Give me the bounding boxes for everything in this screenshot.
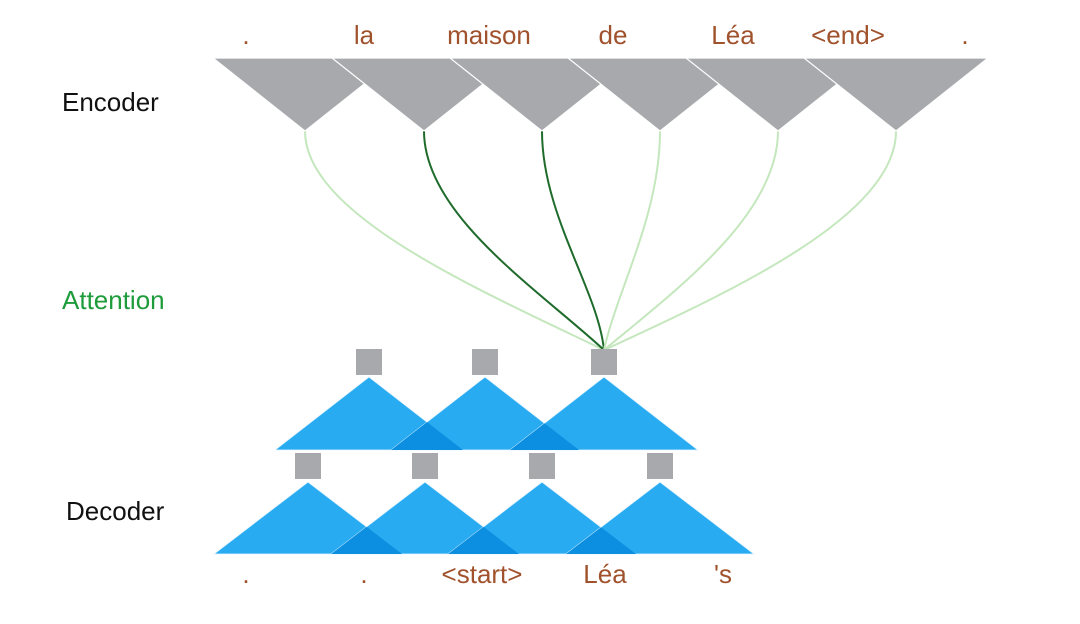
attention-lines bbox=[304, 130, 897, 351]
encoder-label: Encoder bbox=[62, 87, 159, 117]
encoder-token: . bbox=[242, 20, 249, 50]
hidden-state-node bbox=[472, 349, 498, 375]
decoder-overlap bbox=[566, 527, 636, 554]
attention-line bbox=[603, 130, 779, 351]
encoder-triangle bbox=[684, 57, 872, 132]
decoder-overlap bbox=[331, 526, 402, 554]
hidden-state-node bbox=[529, 453, 555, 479]
attention-line bbox=[304, 130, 605, 351]
decoder-token: . bbox=[242, 559, 249, 589]
attention-line bbox=[541, 130, 605, 351]
hidden-state-node bbox=[356, 349, 382, 375]
encoder-tokens: . la maison de Léa <end> . bbox=[242, 20, 968, 50]
attention-label: Attention bbox=[62, 285, 165, 315]
attention-line bbox=[603, 130, 897, 351]
encoder-triangle bbox=[330, 57, 518, 132]
encoder-token: maison bbox=[447, 20, 531, 50]
encoder-token: de bbox=[599, 20, 628, 50]
hidden-state-node bbox=[647, 453, 673, 479]
encoder-token: Léa bbox=[711, 20, 755, 50]
hidden-state-node bbox=[295, 453, 321, 479]
hidden-state-node bbox=[591, 349, 617, 375]
decoder-token: 's bbox=[714, 559, 732, 589]
attention-line bbox=[423, 130, 605, 351]
decoder-overlap bbox=[510, 423, 579, 450]
decoder-overlap bbox=[391, 422, 463, 450]
decoder-label: Decoder bbox=[66, 496, 165, 526]
decoder-triangles bbox=[212, 376, 756, 555]
decoder-triangle bbox=[564, 481, 756, 555]
encoder-triangle bbox=[448, 57, 636, 132]
encoder-triangle bbox=[802, 57, 990, 132]
encoder-token: <end> bbox=[811, 20, 885, 50]
decoder-overlap bbox=[448, 526, 519, 554]
encoder-token: la bbox=[354, 20, 375, 50]
decoder-tokens: . . <start> Léa 's bbox=[242, 559, 732, 589]
decoder-token: <start> bbox=[442, 559, 523, 589]
encoder-triangles bbox=[211, 57, 990, 132]
encoder-token: . bbox=[961, 20, 968, 50]
decoder-token: Léa bbox=[583, 559, 627, 589]
hidden-state-node bbox=[412, 453, 438, 479]
encoder-triangle bbox=[566, 57, 754, 132]
attention-line bbox=[603, 130, 661, 351]
encoder-triangle bbox=[211, 57, 399, 132]
decoder-triangle bbox=[508, 376, 700, 451]
decoder-token: . bbox=[360, 559, 367, 589]
hidden-state-nodes bbox=[295, 349, 673, 479]
